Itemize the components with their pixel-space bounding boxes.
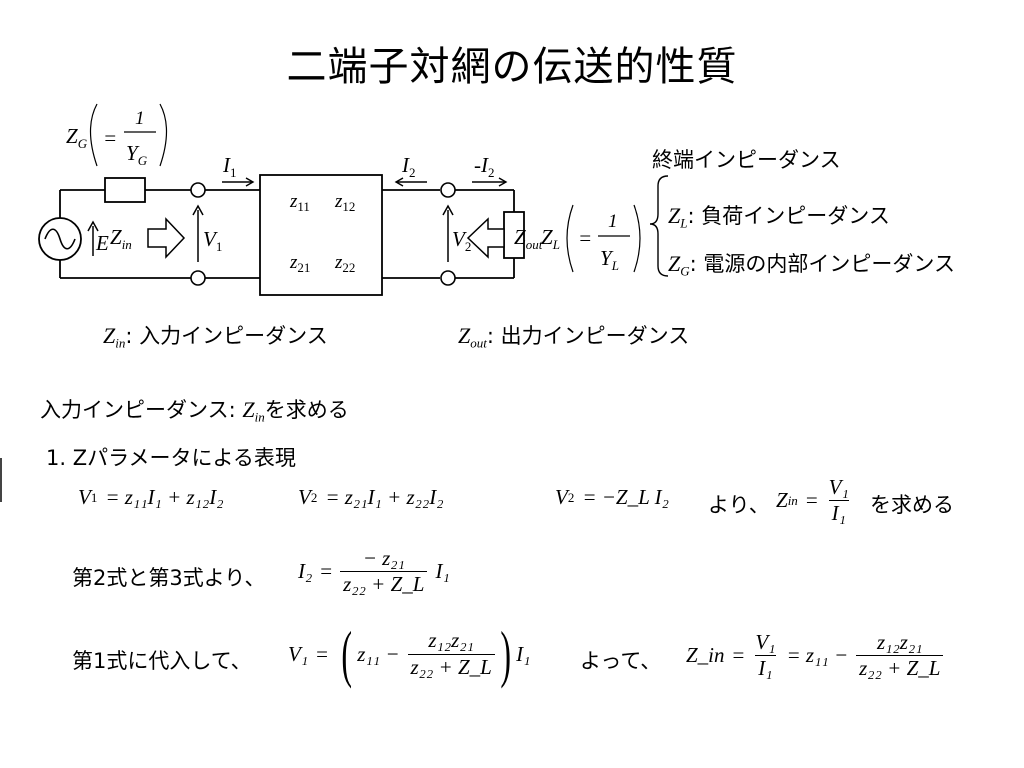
- terminal-icon: [190, 270, 206, 286]
- zout-definition: Zout: 出力インピーダンス: [458, 323, 690, 351]
- z22-label: z22: [334, 252, 355, 275]
- z12-label: z12: [334, 191, 355, 214]
- svg-text:YL: YL: [600, 246, 619, 273]
- svg-text:=: =: [103, 126, 117, 150]
- zin-definition: Zin: 入力インピーダンス: [103, 323, 328, 351]
- current-arrow-icon: [498, 177, 508, 187]
- edge-mark: [0, 458, 2, 502]
- yori-text: より、: [708, 493, 770, 517]
- termination-heading: 終端インピーダンス: [652, 148, 841, 172]
- v2-label: V2: [452, 227, 471, 254]
- goal-statement: 入力インピーダンス: Zinを求める: [40, 397, 349, 425]
- left-paren: [89, 103, 98, 167]
- svg-text:=: =: [578, 226, 592, 250]
- page-title: 二端子対網の伝送的性質: [286, 44, 738, 90]
- method-heading: 1. Zパラメータによる表現: [46, 446, 296, 470]
- v1-label: V1: [203, 227, 222, 254]
- zg-label: ZG: [66, 124, 88, 151]
- svg-text:YG: YG: [126, 141, 148, 168]
- curly-brace: [649, 175, 669, 277]
- zl-label: ZL: [541, 225, 560, 252]
- terminal-icon: [440, 270, 456, 286]
- zout-arrow-label: Zout: [514, 225, 543, 252]
- left-paren: [566, 204, 574, 273]
- current-arrow-icon: [394, 177, 404, 187]
- right-paren: [633, 204, 641, 273]
- current-arrow-icon: [245, 177, 255, 187]
- e-label: E: [95, 231, 109, 255]
- zg-definition: ZG: 電源の内部インピーダンス: [668, 251, 955, 279]
- yotte-text: よって、: [580, 649, 662, 673]
- two-port-box: [259, 174, 383, 296]
- z21-label: z21: [289, 252, 310, 275]
- zin-arrow-label: Zin: [110, 225, 132, 252]
- right-paren: [159, 103, 168, 167]
- i1-label: I1: [222, 153, 237, 180]
- i2-label: I2: [401, 153, 416, 180]
- z11-label: z11: [289, 191, 310, 214]
- voltage-arrow-icon: [192, 204, 204, 216]
- terminal-icon: [190, 182, 206, 198]
- block-arrow-icon: [466, 217, 505, 259]
- voltage-arrow-icon: [442, 204, 454, 216]
- step3-text: 第1式に代入して、: [72, 649, 252, 673]
- wo-motomeru-text: を求める: [870, 493, 954, 517]
- voltage-arrow-icon: [87, 220, 99, 232]
- block-arrow-icon: [147, 217, 186, 259]
- svg-text:1: 1: [608, 211, 618, 232]
- sine-wave-icon: [44, 228, 76, 250]
- step2-text: 第2式と第3式より、: [72, 566, 266, 590]
- minus-i2-label: -I2: [474, 153, 495, 180]
- terminal-icon: [440, 182, 456, 198]
- zl-definition: ZL: 負荷インピーダンス: [668, 203, 890, 231]
- svg-text:1: 1: [135, 108, 145, 129]
- source-impedance: [104, 177, 146, 203]
